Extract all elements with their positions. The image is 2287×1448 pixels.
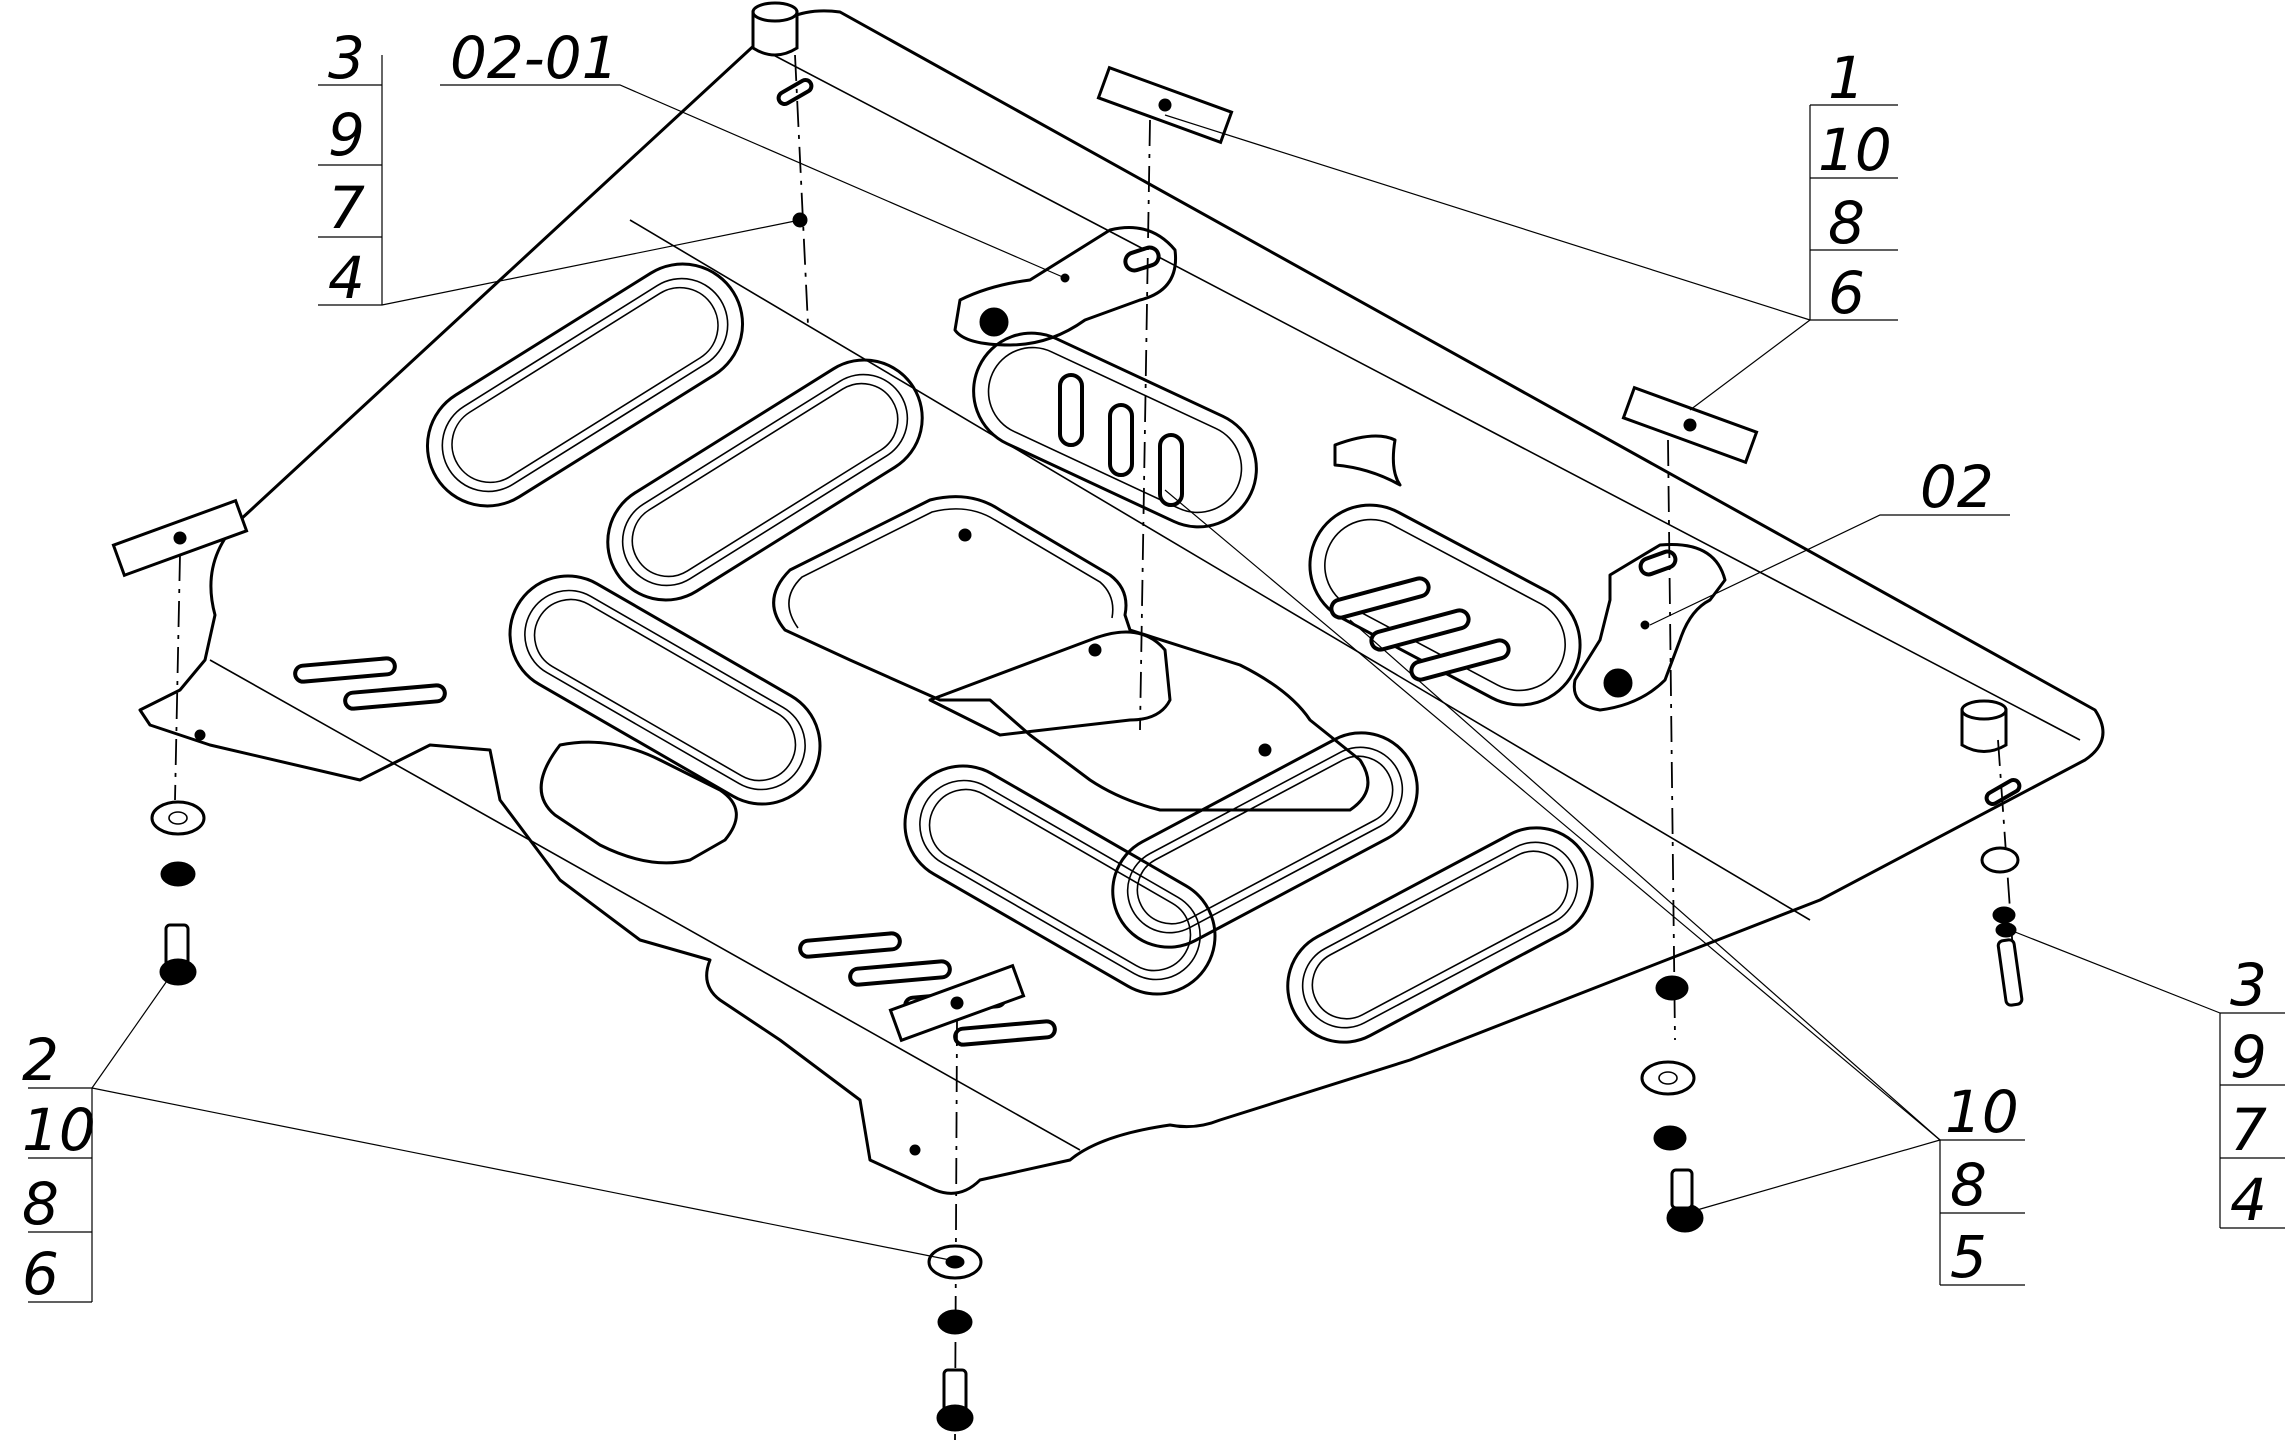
callout-label: 3 (2230, 951, 2267, 1019)
standoffs (751, 1, 2008, 753)
spacer-plates (111, 65, 1759, 1043)
vent-slots (293, 78, 2022, 1047)
callout-label: 2 (22, 1026, 59, 1094)
leader-lines (28, 55, 2285, 1303)
callout-label: 7 (328, 174, 365, 242)
stiffening-ribs (425, 262, 1594, 1044)
callout-label: 1 (1828, 44, 1865, 112)
callout-label: 9 (2230, 1023, 2267, 1091)
callout-part-02-01: 02-01 (450, 24, 619, 92)
callout-label: 4 (2230, 1166, 2267, 1234)
callout-label: 6 (1828, 259, 1865, 327)
callout-right: 3 9 7 4 (2230, 951, 2267, 1234)
mounting-holes (194, 528, 1272, 1156)
skid-plate (138, 9, 2105, 1195)
callout-label: 6 (22, 1240, 59, 1308)
bracket-02-01 (953, 226, 1178, 347)
callout-label: 3 (328, 24, 365, 92)
callout-label: 10 (1818, 116, 1892, 184)
callout-label: 9 (328, 101, 365, 169)
callout-top-left: 3 9 7 4 (328, 24, 365, 312)
callout-label: 10 (22, 1096, 96, 1164)
bracket-02 (1572, 542, 1727, 712)
callout-bottom-center: 10 8 5 (1945, 1078, 2019, 1291)
callout-label: 8 (1828, 189, 1865, 257)
callout-label: 4 (328, 244, 365, 312)
callout-label: 7 (2230, 1096, 2267, 1164)
fasteners (150, 800, 2024, 1432)
callout-label: 5 (1950, 1223, 1987, 1291)
callout-label: 10 (1945, 1078, 2019, 1146)
callout-label: 8 (22, 1170, 59, 1238)
callout-bottom-left: 2 10 8 6 (22, 1026, 96, 1308)
callout-label: 8 (1950, 1151, 1987, 1219)
callout-part-02: 02 (1920, 453, 1994, 521)
callout-top-right: 1 10 8 6 (1818, 44, 1892, 327)
